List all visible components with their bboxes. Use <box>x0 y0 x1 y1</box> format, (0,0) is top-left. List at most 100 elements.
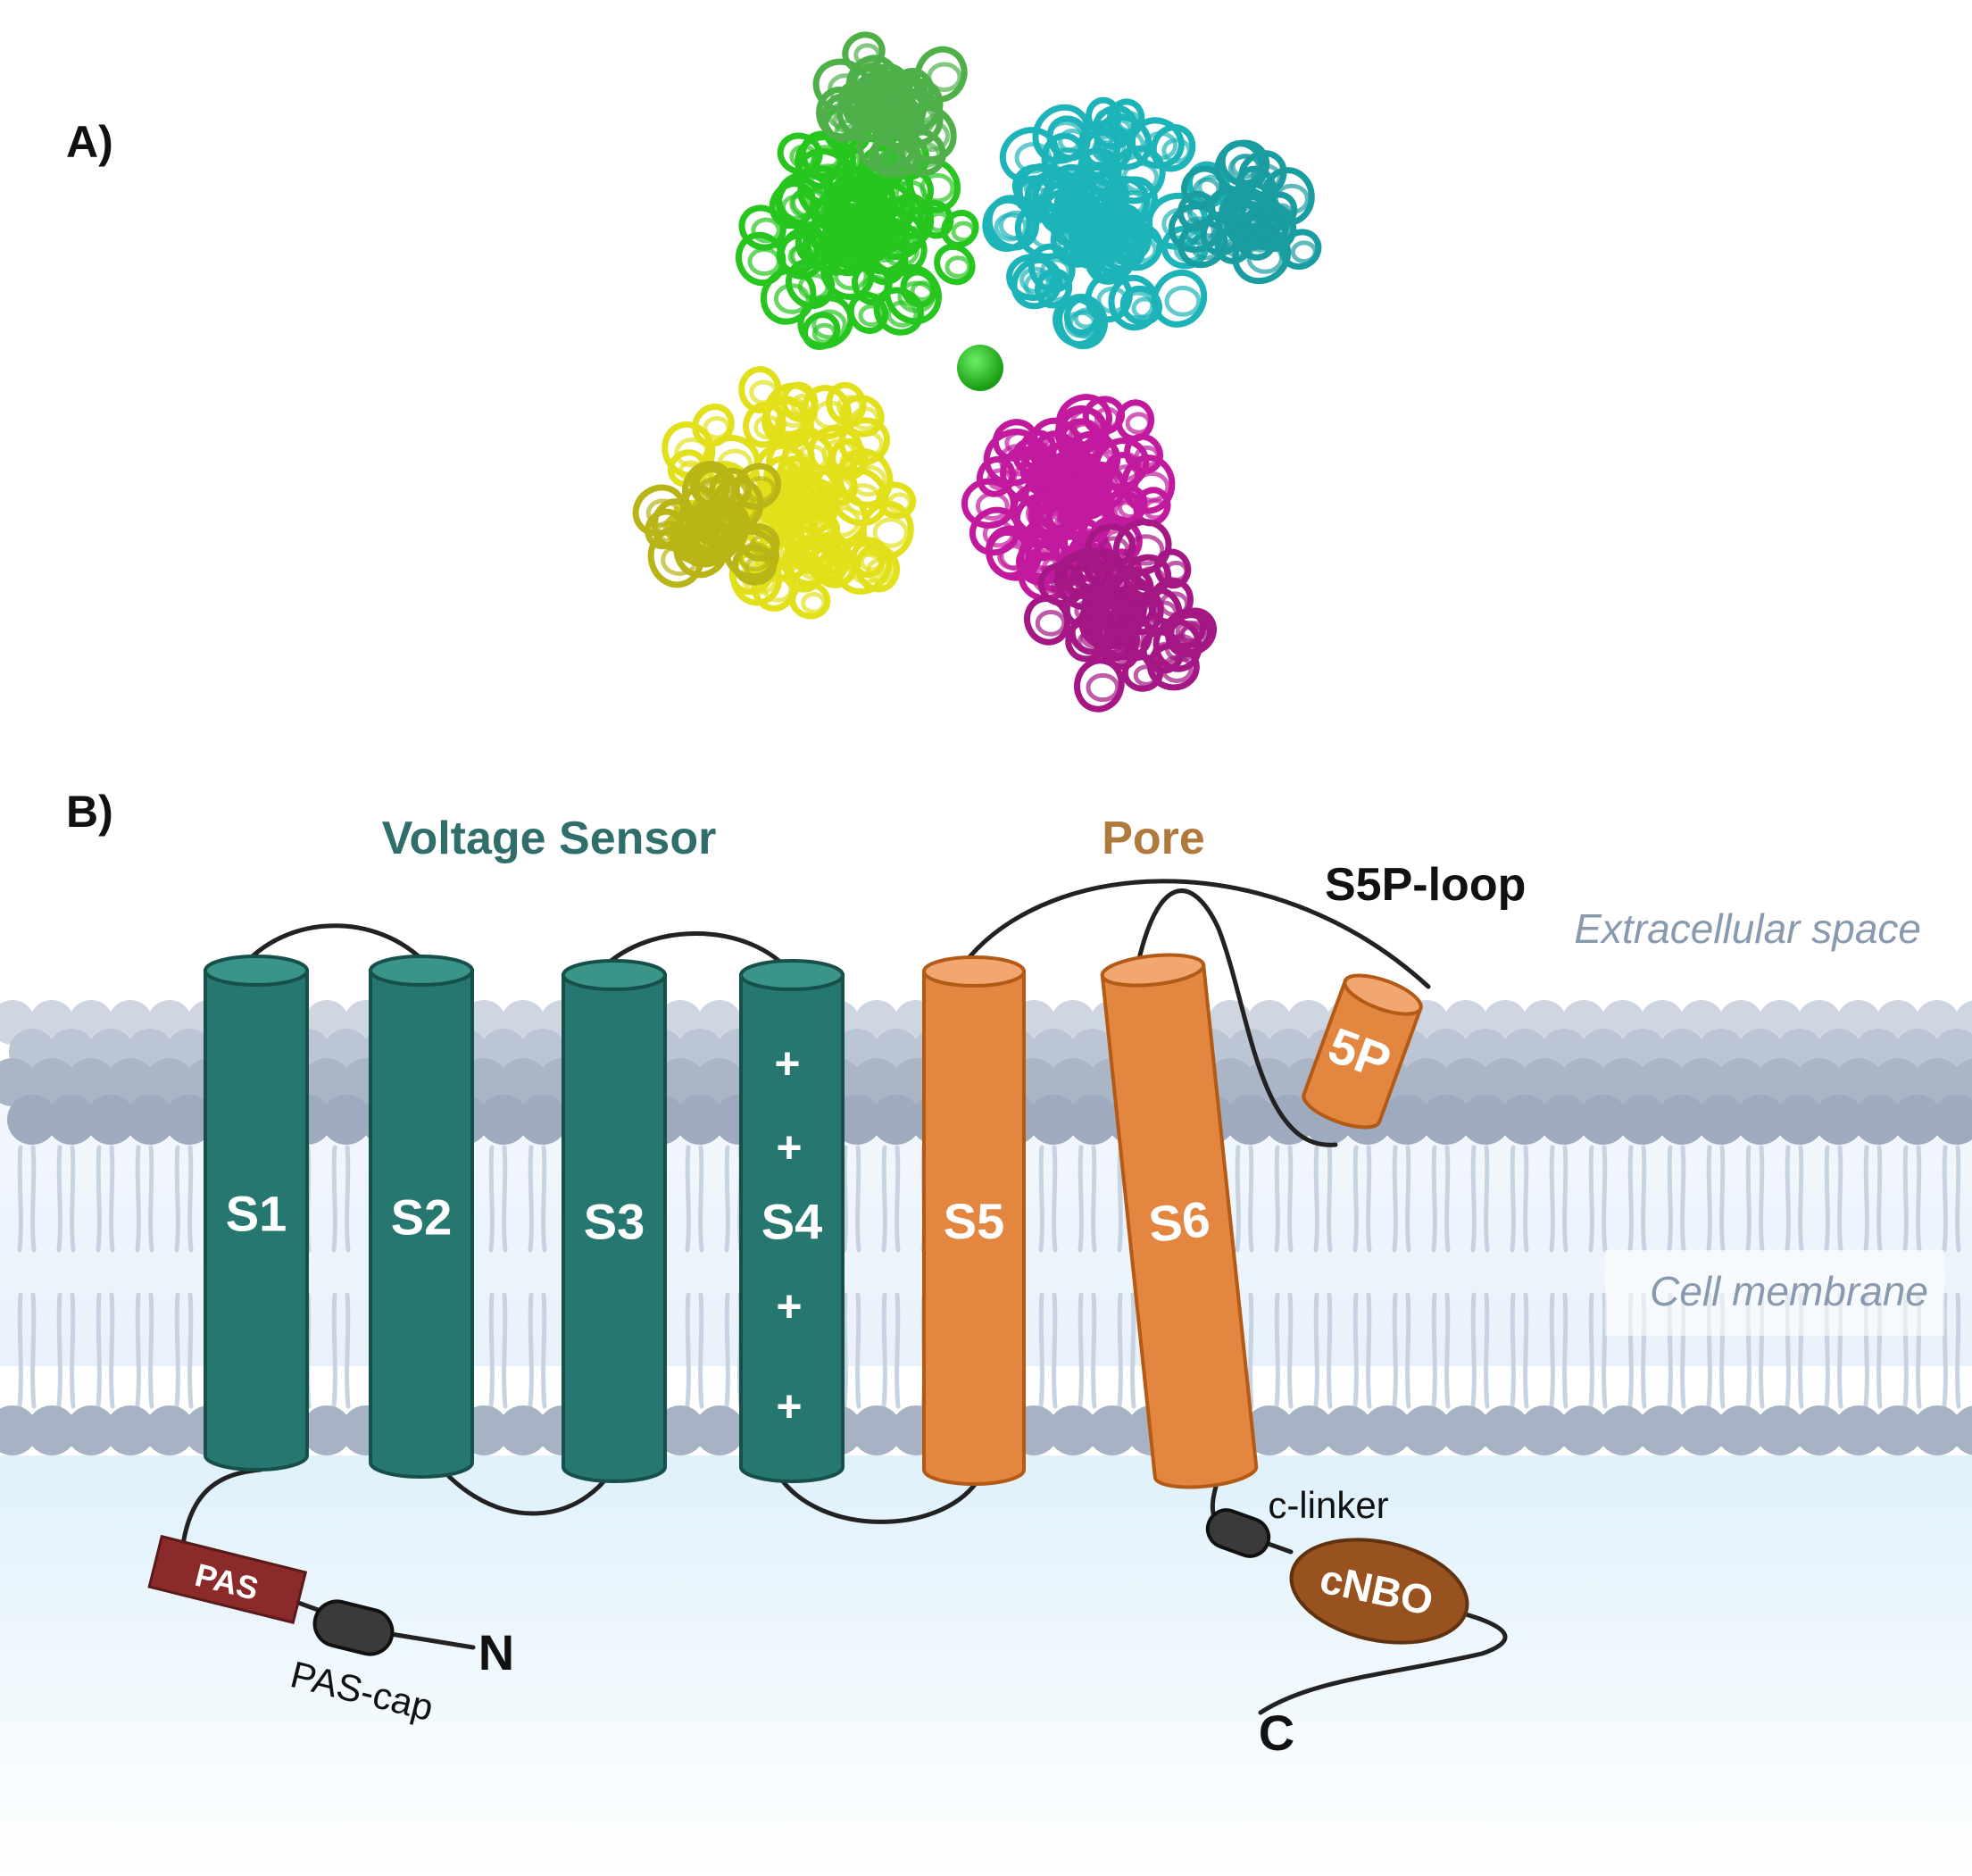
lipid-head <box>695 1405 745 1455</box>
helix-coil <box>720 479 748 504</box>
lipid-head <box>67 1058 115 1106</box>
helix-coil <box>934 243 976 286</box>
lipid-head <box>1559 1405 1609 1455</box>
s6-5p-loop <box>1136 888 1338 1147</box>
helix-coil <box>749 534 776 556</box>
lipid-tails <box>1785 1145 1804 1409</box>
helix-coil <box>1151 269 1208 328</box>
lipid-head <box>105 1405 155 1455</box>
helix-coil <box>1133 471 1170 503</box>
helix-coil <box>859 551 884 572</box>
lipid-head <box>46 1095 96 1145</box>
helix-coil <box>912 120 951 153</box>
lipid-head <box>656 1058 704 1106</box>
loop-s1-s2 <box>237 923 435 973</box>
helix-s6: S6 <box>1100 953 1259 1489</box>
helix-coil <box>786 513 842 575</box>
lipid-head <box>1775 1095 1825 1145</box>
lipid-head <box>1952 1058 1972 1106</box>
helix-coil <box>1146 642 1200 691</box>
lipid-head <box>1382 1095 1432 1145</box>
lipid-head <box>1578 1095 1628 1145</box>
lipid-head <box>1874 1058 1922 1106</box>
helix-coil <box>1023 271 1057 301</box>
helix-coil <box>844 483 882 516</box>
helix-coil <box>874 176 909 205</box>
helix-coil <box>798 530 836 563</box>
loop-s3-s4 <box>594 931 795 978</box>
helix-s1-label: S1 <box>226 1186 287 1242</box>
helix-coil <box>1046 493 1090 540</box>
c-linker-domain <box>1205 1508 1271 1558</box>
helix-coil <box>914 46 968 103</box>
helix-coil <box>1011 256 1063 310</box>
lipid-head <box>1460 1095 1510 1145</box>
helix-s2-body <box>369 969 474 1479</box>
s5p-loop-arc <box>954 879 1431 989</box>
pore-heading: Pore <box>1102 813 1205 864</box>
helix-coil <box>999 127 1060 184</box>
helix-s5-cap <box>922 955 1026 988</box>
lipid-head <box>1480 1405 1530 1455</box>
helix-coil <box>1069 408 1106 439</box>
helix-s5-body <box>922 970 1026 1486</box>
helix-coil <box>1152 618 1202 672</box>
lipid-head <box>1087 1405 1137 1455</box>
protein-subunit <box>735 104 979 351</box>
lipid-tails <box>1470 1145 1490 1409</box>
helix-coil <box>1193 177 1221 202</box>
helix-coil <box>1045 466 1100 516</box>
helix-coil <box>1056 294 1108 350</box>
helix-coil <box>886 492 912 514</box>
pas-domain: PAS <box>147 1534 308 1625</box>
helix-coil <box>1238 150 1287 199</box>
membrane-label: Cell membrane <box>1650 1268 1928 1314</box>
helix-s3-label: S3 <box>584 1194 645 1250</box>
lipid-head <box>146 1058 194 1106</box>
n-terminus-label: N <box>478 1624 514 1680</box>
s1-to-pas-tail <box>180 1467 263 1547</box>
lipid-head <box>695 1058 744 1106</box>
helix-coil <box>868 138 905 177</box>
lipid-head <box>0 1058 37 1106</box>
helix-coil <box>749 379 778 405</box>
lipid-tails <box>1902 1145 1922 1409</box>
helix-coil <box>961 478 1017 529</box>
lipid-tails <box>1313 1145 1333 1409</box>
helix-s1-body <box>204 969 309 1472</box>
lipid-head <box>1481 1058 1529 1106</box>
helix-coil <box>774 409 805 436</box>
helix-coil <box>654 520 681 543</box>
lipid-head <box>1912 1405 1962 1455</box>
helix-coil <box>838 417 890 466</box>
lipid-tails <box>174 1145 194 1409</box>
helix-coil <box>1121 654 1164 692</box>
lipid-head <box>1500 1095 1550 1145</box>
helix-coil <box>789 188 828 220</box>
lipid-tails <box>135 1145 154 1409</box>
lipid-head <box>1696 1095 1746 1145</box>
helix-coil <box>1230 153 1261 179</box>
protein-subunit <box>632 461 782 588</box>
lipid-head <box>1323 1405 1373 1455</box>
helix-coil <box>1133 664 1160 687</box>
lipid-head <box>7 1095 57 1145</box>
lipid-head <box>303 1058 351 1106</box>
helix-coil <box>1236 204 1268 231</box>
helix-s4-cap <box>739 959 845 991</box>
helix-s6-label: S6 <box>1146 1190 1213 1253</box>
helix-coil <box>1108 566 1154 616</box>
lipid-tails <box>1942 1145 1961 1409</box>
helix-coil <box>751 217 781 244</box>
ion-sphere <box>957 345 1003 391</box>
helix-coil <box>1061 192 1102 234</box>
lipid-head <box>1049 1058 1097 1106</box>
helix-coil <box>1108 146 1166 204</box>
helix-coil <box>1085 523 1136 571</box>
helix-coil <box>1041 132 1087 183</box>
lipid-head <box>478 1095 528 1145</box>
helix-coil <box>1119 290 1155 321</box>
lipid-head <box>1068 1095 1118 1145</box>
helix-coil <box>1290 240 1318 264</box>
helix-coil <box>632 484 686 537</box>
